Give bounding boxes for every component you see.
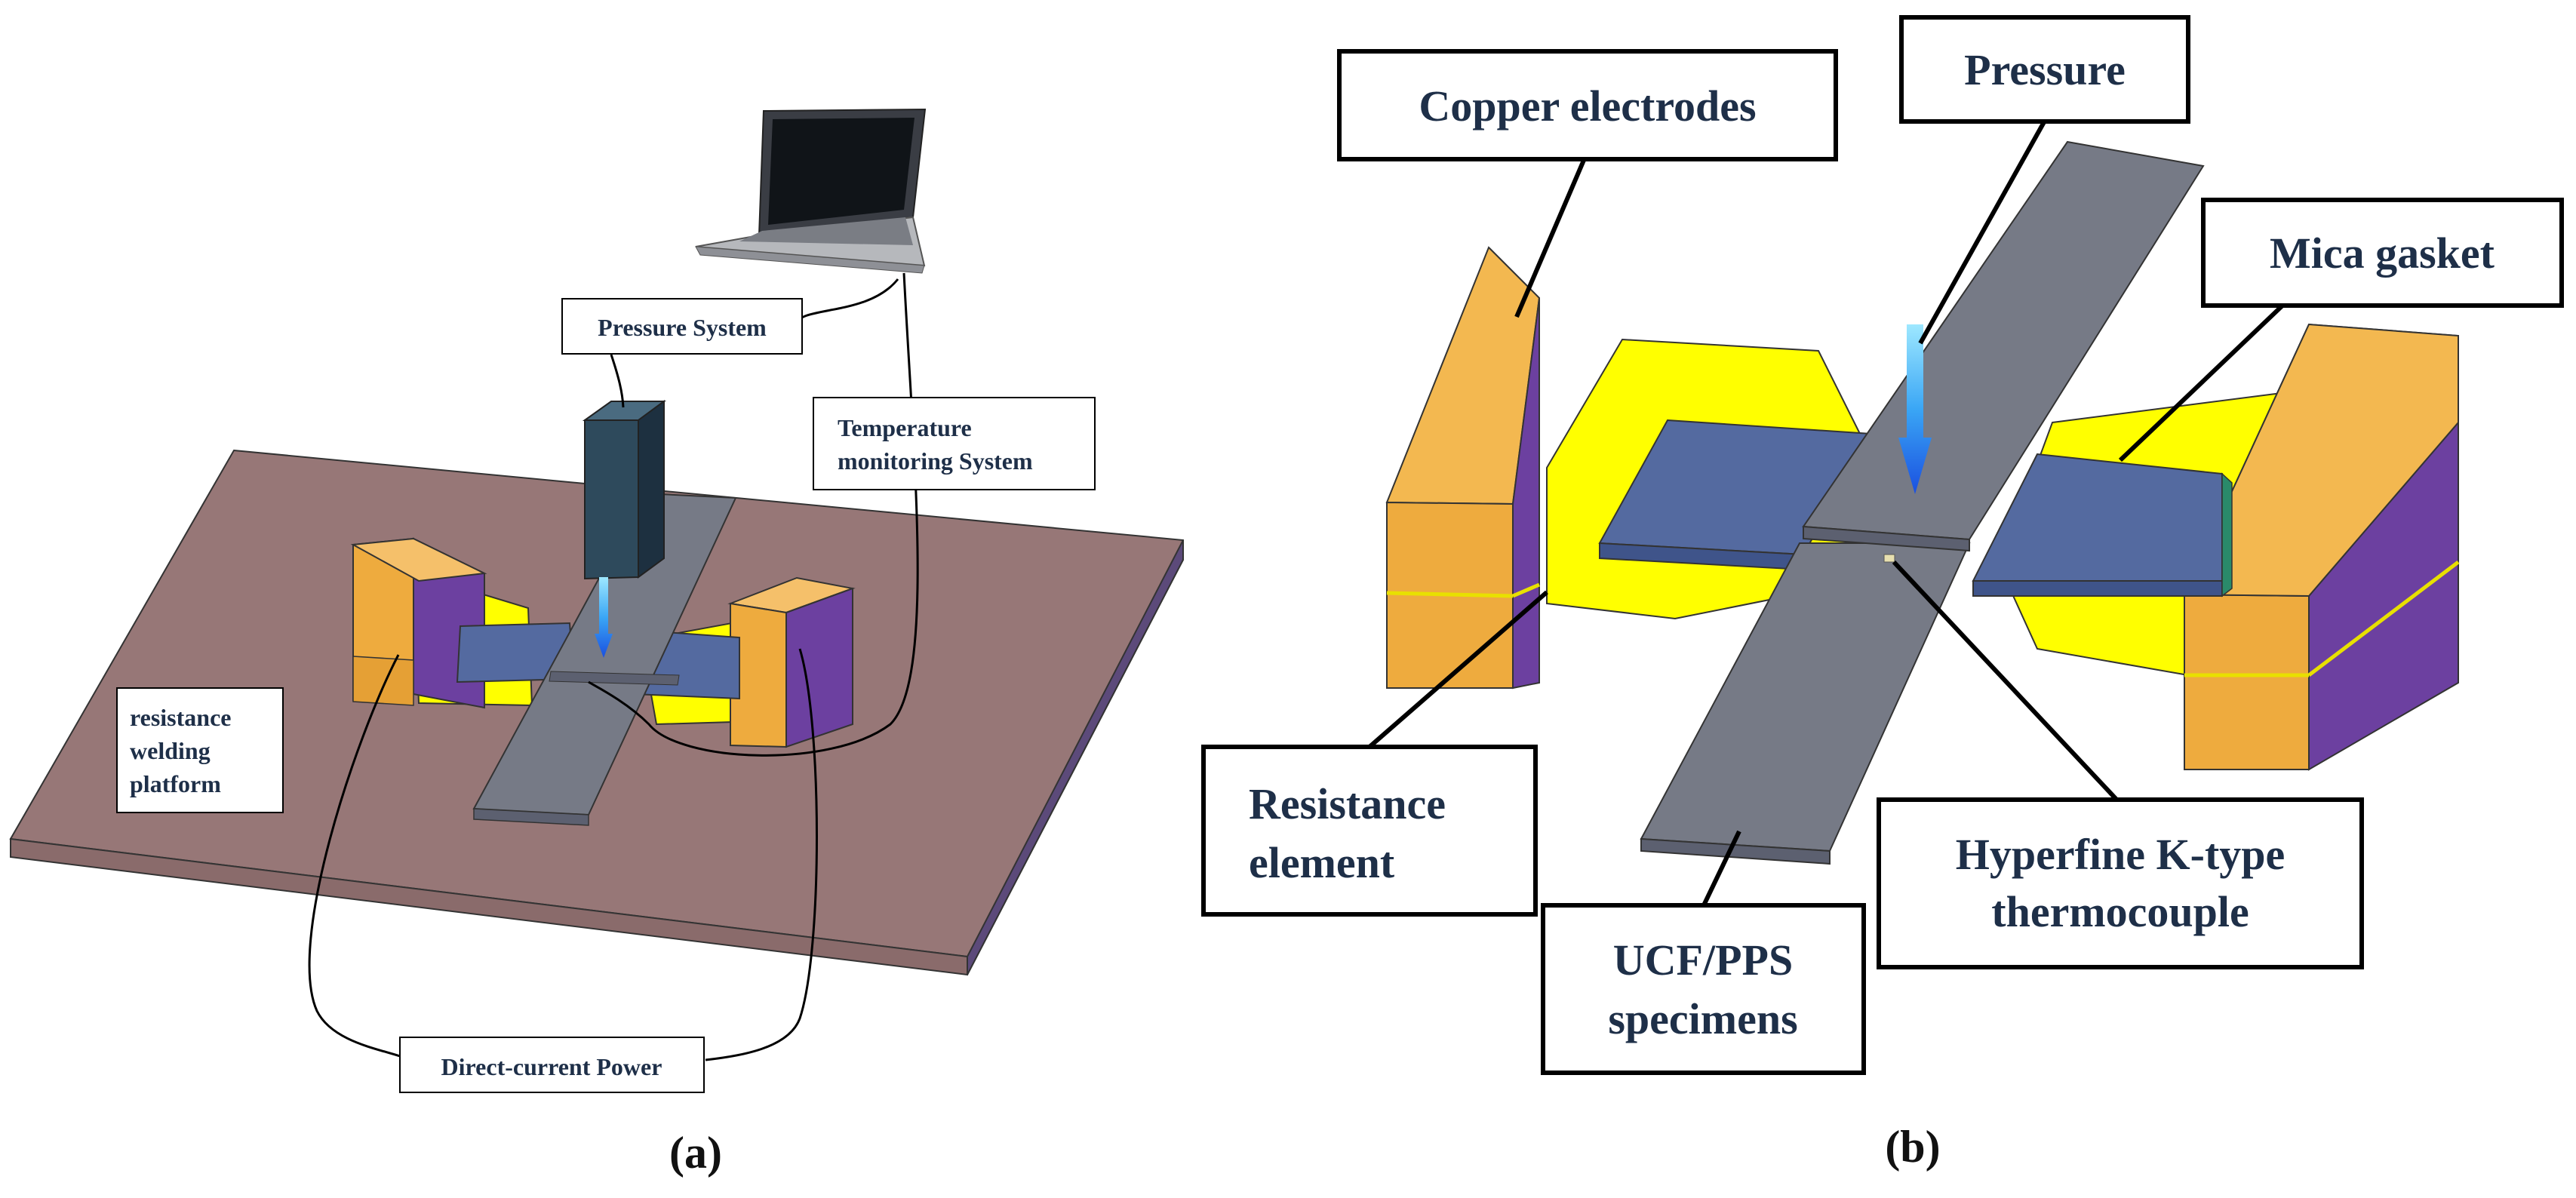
svg-text:Resistance: Resistance <box>1249 779 1446 828</box>
svg-text:element: element <box>1249 838 1395 887</box>
panel-a: Pressure System Temperature monitoring S… <box>9 108 1184 1178</box>
caption-b: (b) <box>1885 1122 1940 1172</box>
svg-text:resistance: resistance <box>130 704 231 731</box>
label-pressure-system: Pressure System <box>561 298 803 355</box>
mica-gasket-left-b <box>1598 419 1873 571</box>
label-thermocouple: Hyperfine K-type thermocouple <box>1877 797 2364 969</box>
svg-text:UCF/PPS: UCF/PPS <box>1613 935 1793 985</box>
svg-text:specimens: specimens <box>1608 994 1797 1043</box>
caption-a: (a) <box>669 1128 722 1178</box>
panel-b: Copper electrodes Pressure Mica gasket R… <box>1201 15 2564 1172</box>
svg-text:Hyperfine K-type: Hyperfine K-type <box>1956 830 2286 879</box>
label-resistance-element: Resistance element <box>1201 745 1538 917</box>
svg-text:thermocouple: thermocouple <box>1991 887 2249 936</box>
mica-gasket-right-b <box>1972 453 2233 597</box>
right-electrode-assembly-a <box>640 576 856 748</box>
label-welding-platform: resistance welding platform <box>116 687 284 813</box>
svg-text:Pressure System: Pressure System <box>598 314 767 341</box>
leader-copper-electrodes <box>1514 157 1587 318</box>
press-head-icon <box>582 400 667 580</box>
svg-text:monitoring System: monitoring System <box>838 447 1033 475</box>
wire-pressure-to-head <box>610 354 625 408</box>
svg-text:Mica gasket: Mica gasket <box>2270 229 2495 278</box>
copper-electrode-right <box>2183 323 2460 771</box>
leader-specimens <box>1701 830 1741 907</box>
svg-text:Copper electrodes: Copper electrodes <box>1419 81 1756 131</box>
svg-text:Direct-current Power: Direct-current Power <box>441 1053 662 1080</box>
copper-electrode-left <box>1385 246 1656 690</box>
label-mica-gasket: Mica gasket <box>2201 198 2564 308</box>
leader-pressure <box>1918 119 2047 345</box>
label-temperature-monitoring: Temperature monitoring System <box>813 397 1096 490</box>
label-copper-electrodes: Copper electrodes <box>1337 49 1838 161</box>
svg-text:Pressure: Pressure <box>1964 45 2126 94</box>
wire-dc-right <box>705 648 818 1061</box>
leader-resistance-element <box>1368 590 1548 749</box>
pressure-arrow-icon <box>595 577 613 658</box>
wire-laptop-to-pressure <box>795 278 899 325</box>
label-pressure: Pressure <box>1899 15 2190 124</box>
label-specimens: UCF/PPS specimens <box>1541 903 1866 1075</box>
wire-dc-left <box>308 654 401 1058</box>
leader-thermocouple <box>1892 560 2123 806</box>
svg-text:platform: platform <box>130 770 221 797</box>
label-dc-power: Direct-current Power <box>399 1037 705 1093</box>
svg-text:Temperature: Temperature <box>838 414 972 441</box>
leader-mica-gasket <box>2118 303 2285 462</box>
pressure-arrow-icon <box>1898 324 1932 494</box>
laptop-icon <box>695 108 927 274</box>
svg-text:welding: welding <box>130 737 211 764</box>
